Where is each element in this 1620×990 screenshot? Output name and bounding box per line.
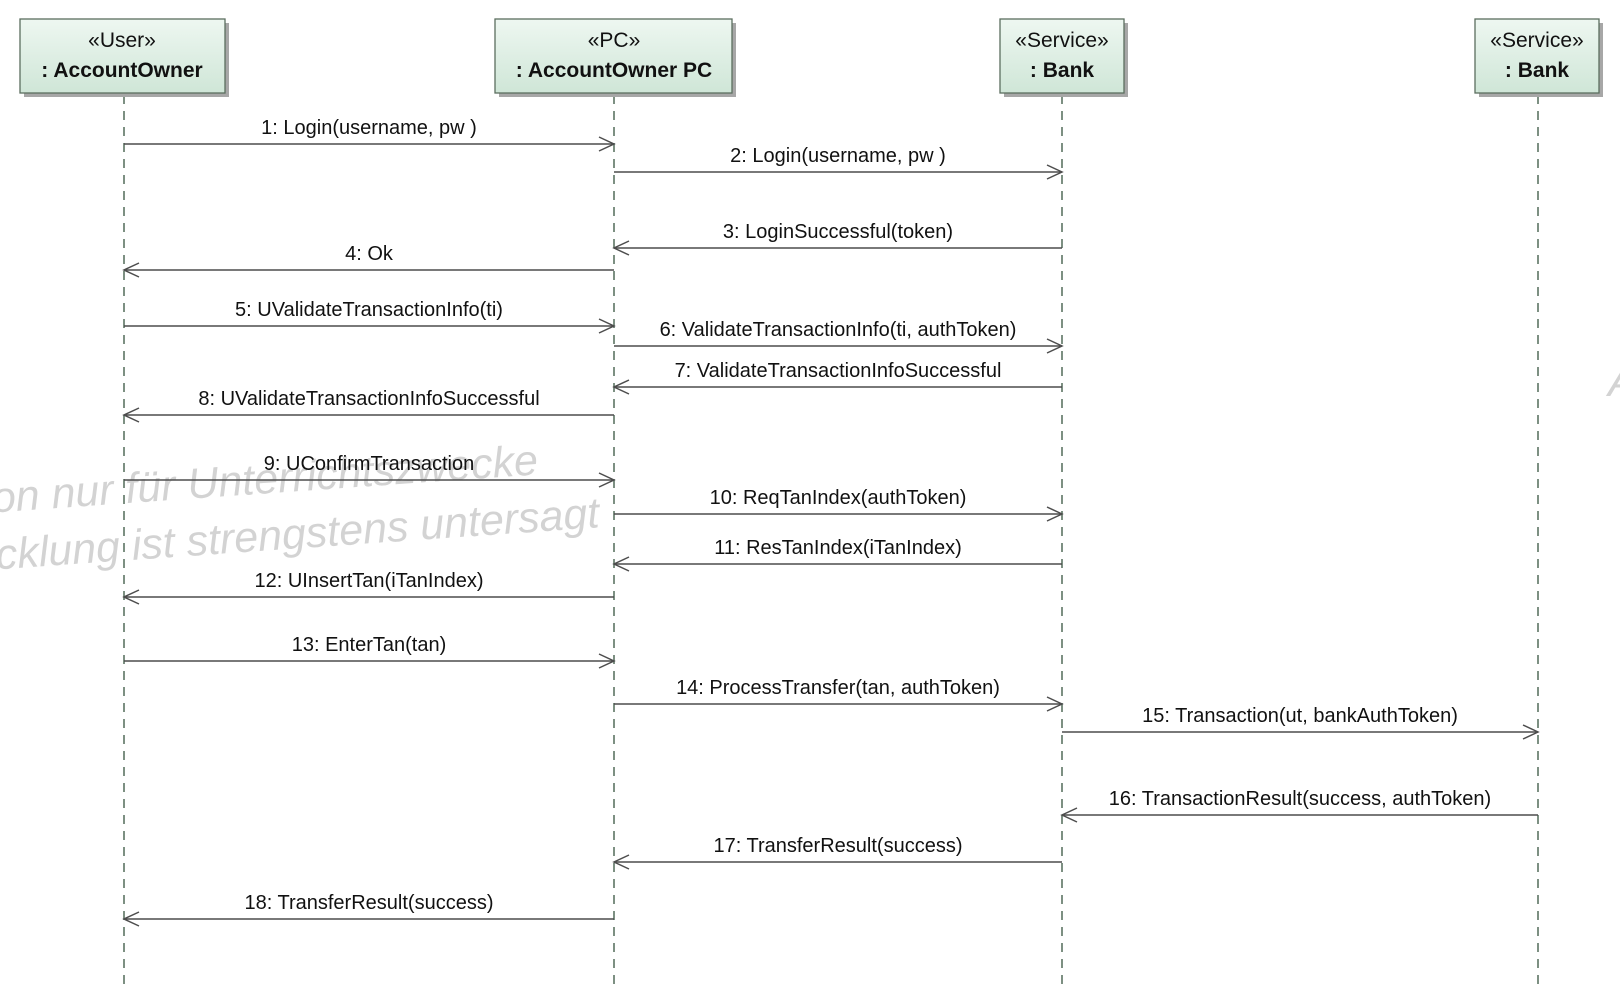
message-17[interactable]: 17: TransferResult(success) [612,835,1062,870]
message-label: 17: TransferResult(success) [714,835,963,857]
message-1[interactable]: 1: Login(username, pw ) [124,117,616,152]
open-arrowhead-icon [612,240,630,256]
lifeline-account-owner-pc[interactable]: «PC» : AccountOwner PC [494,18,736,97]
open-arrowhead-icon [598,136,616,152]
open-arrowhead-icon [122,911,140,927]
lifeline-name: : AccountOwner PC [516,59,712,82]
lifeline-stereotype: «PC» [588,29,641,52]
open-arrowhead-icon [612,379,630,395]
lifeline-bank-1[interactable]: «Service» : Bank [999,18,1128,97]
message-4[interactable]: 4: Ok [122,243,614,278]
message-14[interactable]: 14: ProcessTransfer(tan, authToken) [614,677,1064,712]
open-arrowhead-icon [598,318,616,334]
message-label: 9: UConfirmTransaction [264,453,474,475]
message-label: 18: TransferResult(success) [245,892,494,914]
lifeline-name: : AccountOwner [41,59,202,82]
message-11[interactable]: 11: ResTanIndex(iTanIndex) [612,537,1062,572]
lifeline-bank-2[interactable]: «Service» : Bank [1474,18,1603,97]
message-label: 8: UValidateTransactionInfoSuccessful [198,388,539,410]
message-5[interactable]: 5: UValidateTransactionInfo(ti) [124,299,616,334]
open-arrowhead-icon [1522,724,1540,740]
message-2[interactable]: 2: Login(username, pw ) [614,145,1064,180]
lifeline-stereotype: «User» [88,29,156,52]
message-6[interactable]: 6: ValidateTransactionInfo(ti, authToken… [614,319,1064,354]
watermark-fragment: A [1605,358,1620,406]
lifeline-name: : Bank [1505,59,1570,82]
message-label: 4: Ok [345,243,394,265]
open-arrowhead-icon [1046,696,1064,712]
lifeline-stereotype: «Service» [1015,29,1108,52]
message-13[interactable]: 13: EnterTan(tan) [124,634,616,669]
message-label: 13: EnterTan(tan) [292,634,447,656]
message-8[interactable]: 8: UValidateTransactionInfoSuccessful [122,388,614,423]
open-arrowhead-icon [122,262,140,278]
message-label: 11: ResTanIndex(iTanIndex) [714,537,962,559]
message-label: 14: ProcessTransfer(tan, authToken) [676,677,1000,699]
open-arrowhead-icon [612,556,630,572]
message-label: 10: ReqTanIndex(authToken) [710,487,967,509]
message-9[interactable]: 9: UConfirmTransaction [124,453,616,488]
message-15[interactable]: 15: Transaction(ut, bankAuthToken) [1062,705,1540,740]
lifeline-name: : Bank [1030,59,1095,82]
open-arrowhead-icon [1046,338,1064,354]
open-arrowhead-icon [612,854,630,870]
messages: 1: Login(username, pw ) 2: Login(username… [122,117,1540,927]
message-label: 15: Transaction(ut, bankAuthToken) [1142,705,1458,727]
message-label: 2: Login(username, pw ) [730,145,946,167]
message-label: 1: Login(username, pw ) [261,117,477,139]
open-arrowhead-icon [1046,164,1064,180]
message-10[interactable]: 10: ReqTanIndex(authToken) [614,487,1064,522]
message-3[interactable]: 3: LoginSuccessful(token) [612,221,1062,256]
message-16[interactable]: 16: TransactionResult(success, authToken… [1060,788,1538,823]
open-arrowhead-icon [598,472,616,488]
message-label: 12: UInsertTan(iTanIndex) [254,570,483,592]
lifeline-stereotype: «Service» [1490,29,1583,52]
message-12[interactable]: 12: UInsertTan(iTanIndex) [122,570,614,605]
message-18[interactable]: 18: TransferResult(success) [122,892,614,927]
message-label: 5: UValidateTransactionInfo(ti) [235,299,503,321]
message-label: 16: TransactionResult(success, authToken… [1109,788,1491,810]
message-label: 7: ValidateTransactionInfoSuccessful [675,360,1002,382]
open-arrowhead-icon [122,589,140,605]
open-arrowhead-icon [1060,807,1078,823]
open-arrowhead-icon [122,407,140,423]
message-label: 6: ValidateTransactionInfo(ti, authToken… [660,319,1017,341]
open-arrowhead-icon [1046,506,1064,522]
message-7[interactable]: 7: ValidateTransactionInfoSuccessful [612,360,1062,395]
lifeline-account-owner[interactable]: «User» : AccountOwner [19,18,229,97]
open-arrowhead-icon [598,653,616,669]
message-label: 3: LoginSuccessful(token) [723,221,953,243]
